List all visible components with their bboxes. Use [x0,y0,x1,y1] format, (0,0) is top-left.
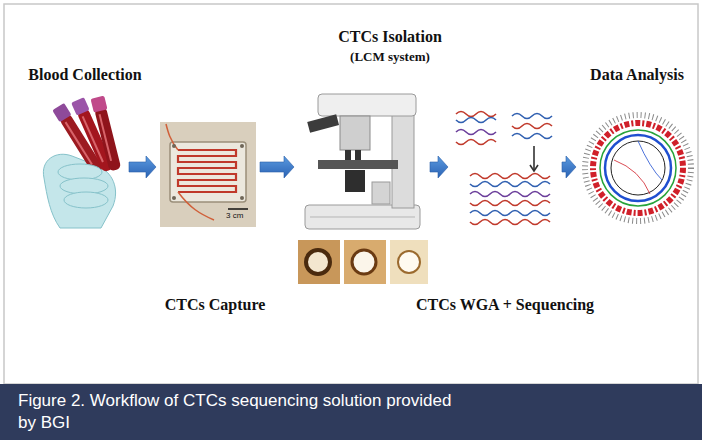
scale-label: 3 cm [226,212,243,220]
dna-strand [470,182,550,187]
process-step: Blood Collection [35,100,127,232]
chip-screw [172,196,176,200]
dna-strand [470,201,550,206]
tube-cap [71,97,89,115]
figure-caption: Figure 2. Workflow of CTCs sequencing so… [18,390,468,434]
scale-bar [228,208,248,210]
eyepiece [307,114,339,132]
dna-strand [470,220,550,225]
step-arrowhead [530,165,538,171]
process-step: Data Analysis [578,100,698,235]
chromosome-ticks [585,115,691,221]
tube-cap [91,96,108,113]
glove-finger [64,192,108,208]
step-subtitle: (LCM system) [350,50,430,65]
blood-tube [91,96,123,172]
tube-cap [52,103,71,122]
microscope-head [340,116,370,150]
microscope-column [392,110,414,208]
dna-strand [512,134,552,139]
chip-tubing [166,124,178,150]
process-step: CTCs WGA + Sequencing [450,106,560,230]
chip-channel [178,150,236,192]
coverage-ring [605,135,671,201]
cell-ring [398,251,420,273]
dna-strand [456,112,496,117]
cell-ring [352,250,376,274]
glove-finger [58,164,102,180]
microscope-stage [318,160,398,169]
dna-strand [470,211,550,216]
link-arc [638,141,662,180]
dna-strand [456,140,496,145]
flow-arrow [260,156,294,178]
flow-arrow [129,156,156,178]
focus-knob [372,182,390,204]
objective [355,150,361,160]
chip-screw [172,144,176,148]
caption-band [0,384,702,440]
step-title: CTCs WGA + Sequencing [416,296,594,314]
microscope-arm [318,94,416,116]
figure-frame [4,4,698,384]
blood-tubes-picture [43,96,122,228]
step-title: Data Analysis [590,66,684,84]
dna-strand [470,174,550,179]
objective [345,150,351,160]
cell-image [298,240,340,284]
cell-image [344,240,386,284]
link-arc [614,160,650,194]
cell-ring [306,250,330,274]
chip-tubing [178,192,214,220]
microscope-picture [305,94,420,229]
step-arrow [533,146,535,170]
chip-screw [240,144,244,148]
dna-strand [456,130,496,135]
inner-ring [611,141,665,195]
flow-arrow [430,156,448,178]
tube-shine [99,114,113,161]
dna-strand [512,114,552,119]
wga-schematic [456,112,552,225]
step-title: CTCs Capture [165,296,266,314]
circos-plot [585,115,691,221]
process-step: CTCs Isolation(LCM system) [296,85,428,290]
cnv-ring [600,130,676,206]
dna-strand [456,118,496,123]
step-title: Blood Collection [28,66,141,84]
photo-ground [160,122,256,227]
dna-strand [470,192,550,197]
base-seam [310,217,415,218]
chip-screw [240,196,244,200]
condenser [345,170,365,192]
flow-arrow [562,156,576,178]
step-title: CTCs Isolation [338,28,442,46]
cell-image [390,240,428,284]
chip-body [170,142,246,202]
capture-chip-picture [160,122,256,227]
captured-cell-images [298,240,428,284]
variant-ring [593,123,683,213]
dna-strand [512,124,552,129]
microscope-base [305,205,420,229]
tube-body [94,107,121,172]
